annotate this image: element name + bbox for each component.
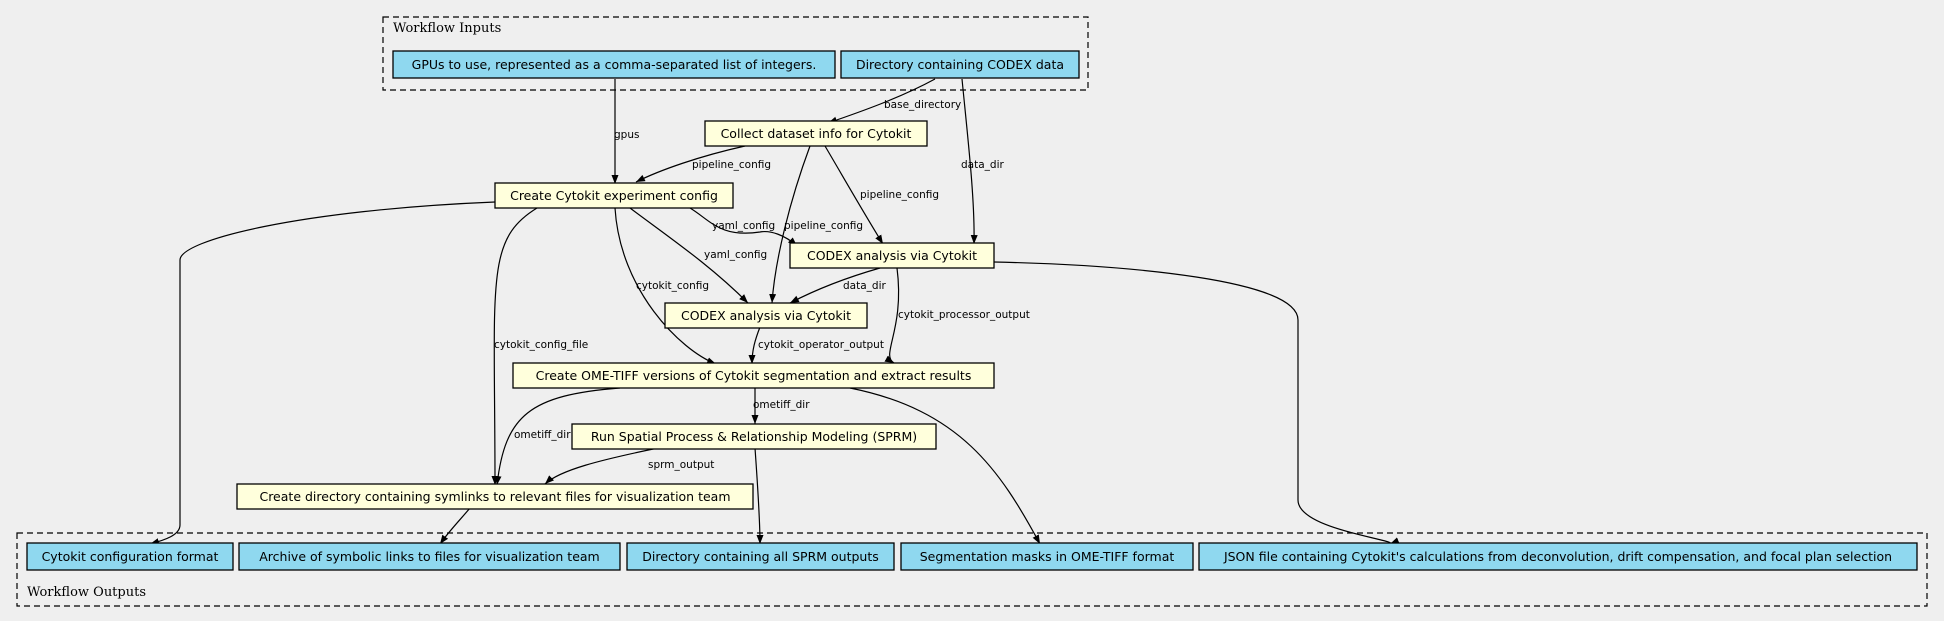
edge-sprm-output: [544, 447, 659, 485]
edge-data-dir-to-codex: [961, 78, 978, 245]
edge-label-yaml-config-1: yaml_config: [712, 220, 775, 232]
edge-sprm-dir: [754, 447, 764, 545]
step-create-ome-tiff[interactable]: Create OME-TIFF versions of Cytokit segm…: [512, 362, 995, 389]
edge-label-data-dir-2: data_dir: [843, 280, 886, 292]
edge-label-ometiff-dir-2: ometiff_dir: [514, 429, 571, 441]
edge-cytokit-config: [614, 207, 717, 365]
output-config-format[interactable]: Cytokit configuration format: [26, 542, 234, 571]
edge-yaml-config-1: [689, 207, 798, 247]
edge-data-dir-to-operator: [789, 267, 881, 304]
workflow-inputs-cluster: [382, 16, 1089, 91]
step-create-experiment-config[interactable]: Create Cytokit experiment config: [494, 182, 734, 209]
edge-label-base-directory: base_directory: [884, 99, 961, 111]
output-json-file[interactable]: JSON file containing Cytokit's calculati…: [1198, 542, 1918, 571]
edge-label-ometiff-dir-1: ometiff_dir: [753, 399, 810, 411]
edge-labels: gpus base_directory data_dir pipeline_co…: [494, 99, 1030, 471]
output-archive-label: Archive of symbolic links to files for v…: [259, 549, 600, 564]
input-gpus-label: GPUs to use, represented as a comma-sepa…: [412, 57, 817, 72]
step-codex-processor-label: CODEX analysis via Cytokit: [807, 248, 977, 263]
edge-label-cytokit-processor-output: cytokit_processor_output: [898, 309, 1030, 321]
step-run-sprm[interactable]: Run Spatial Process & Relationship Model…: [571, 423, 937, 450]
workflow-outputs-label: Workflow Outputs: [27, 585, 146, 600]
step-symlinks-label: Create directory containing symlinks to …: [259, 489, 730, 504]
edge-json-output: [993, 261, 1400, 545]
workflow-inputs-label: Workflow Inputs: [393, 21, 501, 36]
edge-label-yaml-config-2: yaml_config: [704, 249, 767, 261]
edge-masks: [849, 387, 1041, 545]
edge-label-pipeline-config-1: pipeline_config: [692, 159, 771, 171]
edge-pipeline-config-3: [769, 145, 811, 304]
output-archive[interactable]: Archive of symbolic links to files for v…: [238, 542, 621, 571]
edge-cytokit-config-file: [491, 207, 538, 486]
edge-label-cytokit-config-file: cytokit_config_file: [494, 339, 588, 351]
edge-label-gpus: gpus: [614, 129, 639, 141]
edge-ometiff-dir-symlinks: [494, 387, 621, 486]
input-node-data-dir[interactable]: Directory containing CODEX data: [840, 50, 1080, 79]
edge-label-pipeline-config-3: pipeline_config: [784, 220, 863, 232]
step-codex-analysis-operator[interactable]: CODEX analysis via Cytokit: [664, 302, 868, 329]
input-data-dir-label: Directory containing CODEX data: [856, 57, 1064, 72]
edge-config-format: [149, 201, 496, 546]
step-codex-operator-label: CODEX analysis via Cytokit: [681, 308, 851, 323]
step-create-symlinks-dir[interactable]: Create directory containing symlinks to …: [236, 483, 754, 510]
output-masks-label: Segmentation masks in OME-TIFF format: [920, 549, 1175, 564]
workflow-outputs-cluster: [16, 532, 1928, 607]
step-ome-tiff-label: Create OME-TIFF versions of Cytokit segm…: [536, 368, 972, 383]
output-config-format-label: Cytokit configuration format: [42, 549, 219, 564]
edge-label-pipeline-config-2: pipeline_config: [860, 189, 939, 201]
step-collect-dataset-info[interactable]: Collect dataset info for Cytokit: [704, 120, 928, 147]
step-codex-analysis-processor[interactable]: CODEX analysis via Cytokit: [789, 242, 995, 269]
output-sprm-dir-label: Directory containing all SPRM outputs: [642, 549, 879, 564]
step-collect-label: Collect dataset info for Cytokit: [721, 126, 912, 141]
edge-label-data-dir: data_dir: [961, 159, 1004, 171]
output-segmentation-masks[interactable]: Segmentation masks in OME-TIFF format: [900, 542, 1194, 571]
output-json-label: JSON file containing Cytokit's calculati…: [1223, 549, 1892, 564]
edge-cytokit-processor-output: [884, 267, 900, 364]
edge-pipeline-config-1: [635, 145, 746, 183]
edge-label-cytokit-config: cytokit_config: [636, 280, 709, 292]
input-node-gpus[interactable]: GPUs to use, represented as a comma-sepa…: [392, 50, 836, 79]
step-sprm-label: Run Spatial Process & Relationship Model…: [591, 429, 917, 444]
edge-base-directory: [827, 78, 936, 124]
edge-label-cytokit-operator-output: cytokit_operator_output: [758, 339, 884, 351]
edge-label-sprm-output: sprm_output: [648, 459, 714, 471]
edge-yaml-config-2: [629, 207, 749, 304]
edge-pipeline-config-2: [824, 145, 884, 245]
edges: [149, 78, 1400, 546]
step-create-config-label: Create Cytokit experiment config: [510, 188, 718, 203]
edge-archive: [439, 507, 471, 545]
edge-cytokit-operator-output: [748, 326, 761, 365]
output-sprm-dir[interactable]: Directory containing all SPRM outputs: [626, 542, 895, 571]
